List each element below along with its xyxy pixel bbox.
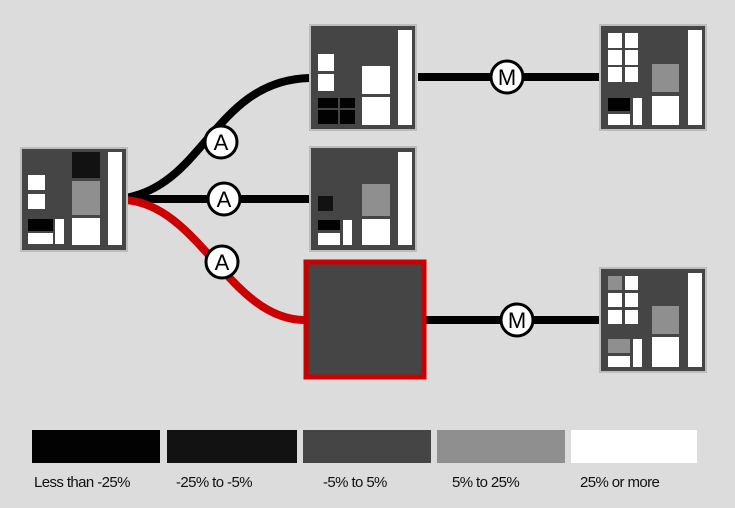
legend-swatch-5-to-5	[303, 430, 431, 463]
bottom-right-node	[599, 267, 707, 373]
legend-swatch-less-than-25	[32, 430, 160, 463]
svg-text:A: A	[217, 187, 232, 212]
legend-label-5-to-25: 5% to 25%	[452, 474, 520, 491]
edge-label-a-middle: A	[206, 181, 242, 217]
edge-label-a-bottom: A	[204, 244, 240, 280]
legend-label-5-to-5: -5% to 5%	[323, 474, 387, 491]
legend-swatch-25-to-5	[167, 430, 297, 463]
svg-text:M: M	[498, 65, 516, 90]
highlighted-node	[303, 259, 427, 380]
top-node	[309, 24, 417, 131]
legend-label-less-than-25: Less than -25%	[34, 474, 130, 491]
edge-label-a-top: A	[203, 124, 239, 160]
edge-label-m-top: M	[489, 59, 525, 95]
root-node	[20, 147, 128, 252]
svg-text:A: A	[215, 250, 230, 275]
middle-node	[309, 146, 417, 252]
svg-text:A: A	[214, 130, 229, 155]
legend-label-25-or-more: 25% or more	[580, 474, 660, 491]
legend-swatch-5-to-25	[437, 430, 565, 463]
legend-label-25-to-5: -25% to -5%	[176, 474, 253, 491]
legend-swatch-25-or-more	[571, 430, 697, 463]
top-right-node	[599, 24, 707, 131]
edge-label-m-bottom: M	[499, 302, 535, 338]
svg-text:M: M	[508, 308, 526, 333]
